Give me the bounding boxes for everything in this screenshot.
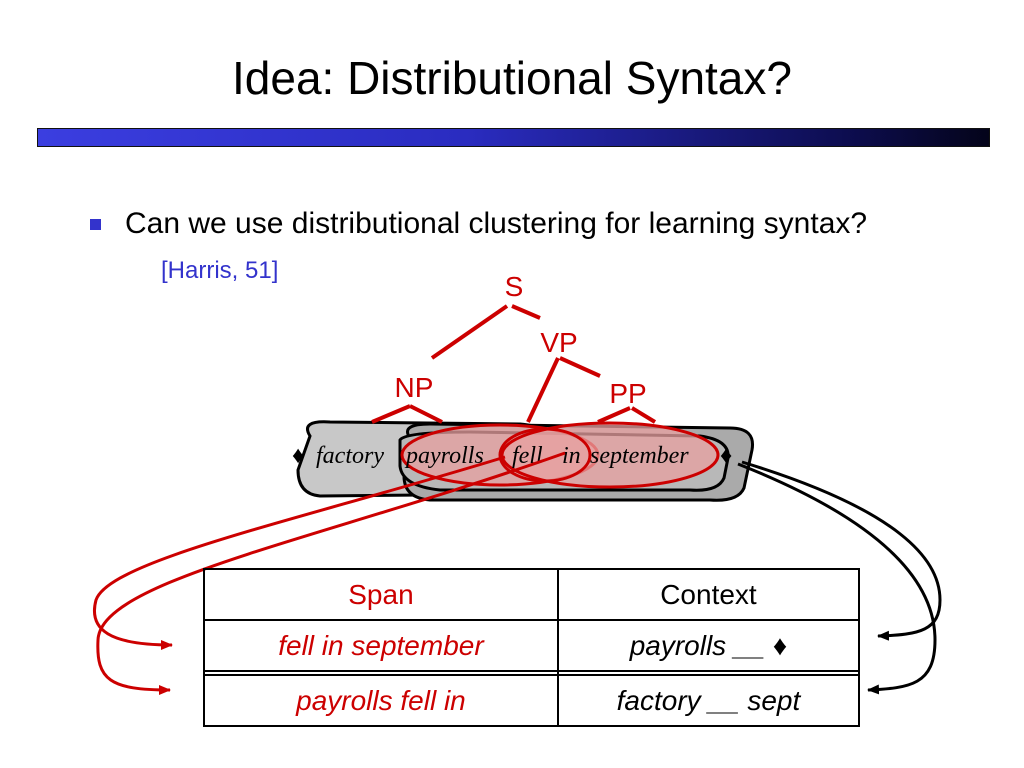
bullet-text: Can we use distributional clustering for… xyxy=(125,207,868,240)
arrow-span-2 xyxy=(96,451,566,695)
tree-edges xyxy=(371,304,657,424)
table-gap xyxy=(203,671,861,675)
header-context: Context xyxy=(556,568,861,621)
title-divider xyxy=(37,128,990,147)
arrow-context-1 xyxy=(741,460,942,641)
table-row: payrolls fell in factory __ sept xyxy=(203,674,861,727)
bullet-item: Can we use distributional clustering for… xyxy=(125,201,945,293)
tree-label-np: NP xyxy=(395,372,434,403)
word-in: in xyxy=(562,443,581,469)
arrow-span-1 xyxy=(93,455,506,650)
row-context: payrolls __ ♦ xyxy=(556,619,861,672)
table-row: fell in september payrolls __ ♦ xyxy=(203,619,861,672)
arrow-context-2 xyxy=(737,462,937,695)
word-september: september xyxy=(590,443,689,469)
row-context: factory __ sept xyxy=(556,674,861,727)
slide-title: Idea: Distributional Syntax? xyxy=(232,52,792,104)
citation: [Harris, 51] xyxy=(161,257,279,284)
tree-label-pp: PP xyxy=(609,378,646,409)
header-span: Span xyxy=(203,568,559,621)
span-bubble-fell-in-september xyxy=(500,421,720,489)
table-header-row: Span Context xyxy=(203,568,861,621)
word-payrolls: payrolls xyxy=(404,443,484,469)
row-span: payrolls fell in xyxy=(203,674,559,727)
tree-label-s: S xyxy=(505,271,524,302)
word-factory: factory xyxy=(316,443,384,469)
span-context-table: Span Context fell in september payrolls … xyxy=(203,568,861,727)
row-span: fell in september xyxy=(203,619,559,672)
sentence-start-marker: ♦ xyxy=(292,443,304,469)
bullet-square-icon xyxy=(90,219,101,230)
tree-label-vp: VP xyxy=(540,327,577,358)
span-bubble-fell xyxy=(498,427,592,483)
sentence-end-marker: ♦ xyxy=(720,443,732,469)
